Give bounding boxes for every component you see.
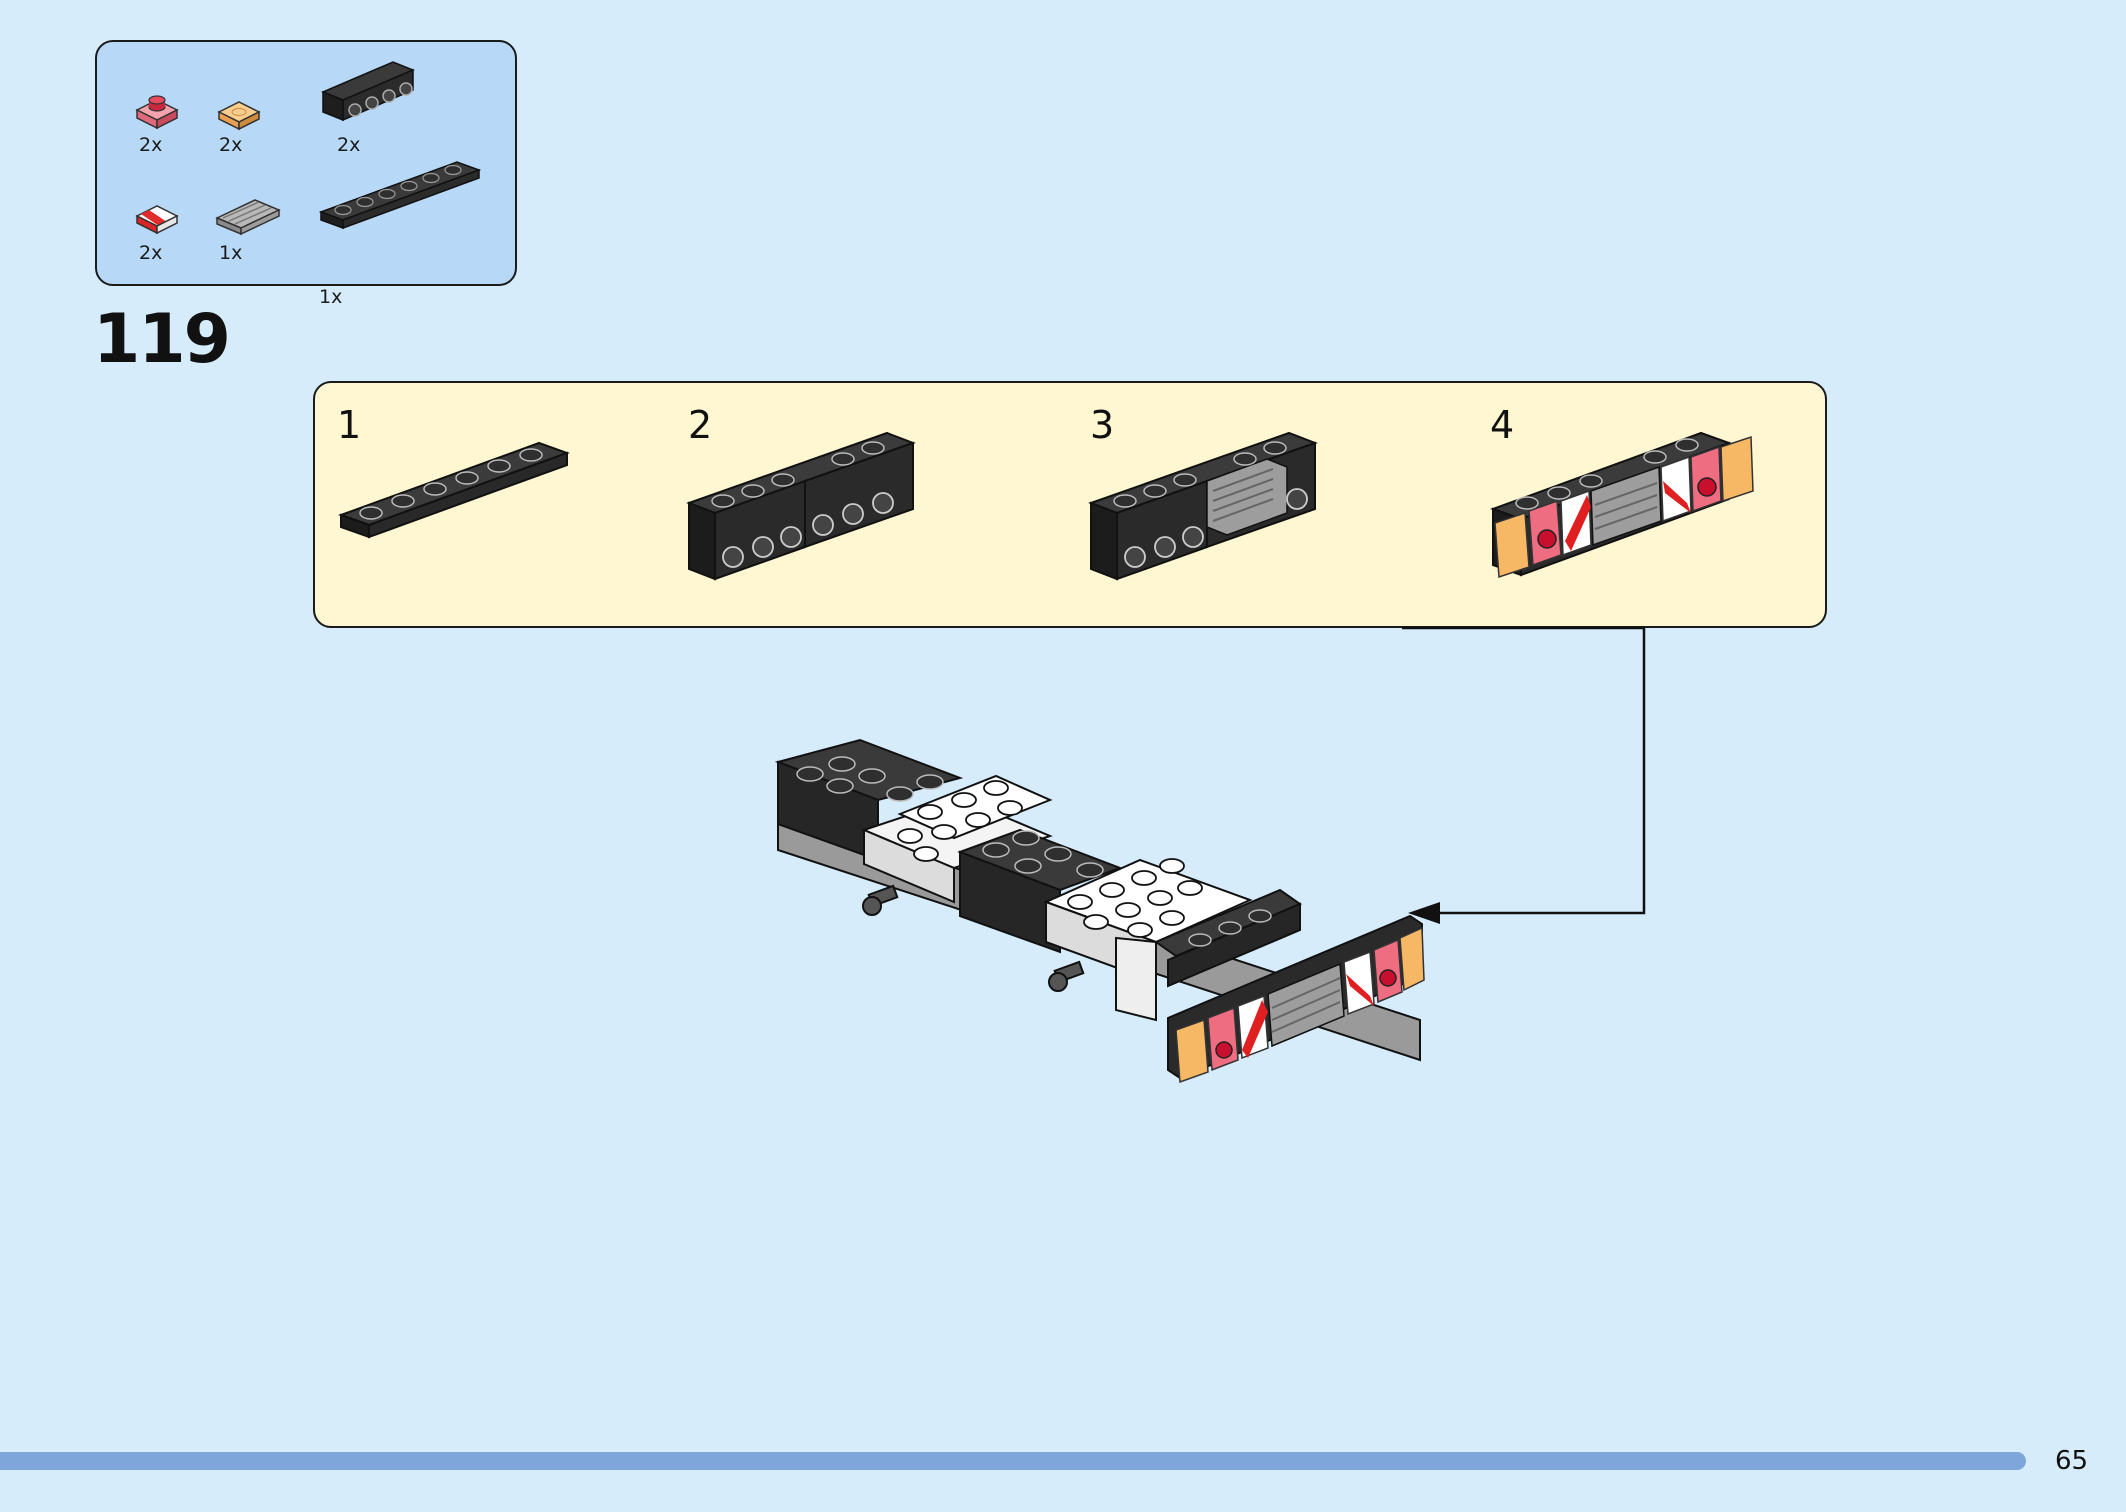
substep-3-grille-image bbox=[1088, 431, 1318, 581]
step-number: 119 bbox=[93, 300, 231, 379]
red-white-stripe-tile-icon bbox=[135, 205, 179, 235]
trans-red-round-plate-icon bbox=[135, 95, 179, 130]
parts-list-box: 2x 2x 2x 2x bbox=[95, 40, 517, 308]
part-qty: 1x bbox=[319, 286, 343, 308]
trans-orange-tile-icon bbox=[217, 101, 261, 131]
black-bracket-icon bbox=[321, 61, 415, 122]
page-number: 65 bbox=[2055, 1446, 2089, 1476]
part-qty: 2x bbox=[219, 134, 243, 156]
substep-4-lights-image bbox=[1490, 431, 1754, 579]
part-qty: 2x bbox=[139, 242, 163, 264]
part-qty: 2x bbox=[337, 134, 361, 156]
substep-number-4: 4 bbox=[1490, 403, 1515, 447]
part-qty: 1x bbox=[219, 242, 243, 264]
substep-number-3: 3 bbox=[1090, 403, 1115, 447]
part-qty: 2x bbox=[139, 134, 163, 156]
black-plate-1x6-icon bbox=[318, 161, 482, 230]
substep-2-brackets-image bbox=[686, 431, 916, 581]
substeps-box: 1 2 3 4 bbox=[313, 381, 1827, 628]
substep-1-plate-image bbox=[338, 441, 570, 539]
substep-number-2: 2 bbox=[688, 403, 713, 447]
footer-progress-bar bbox=[0, 1452, 2026, 1470]
main-model-image bbox=[774, 738, 1425, 1084]
grey-grille-tile-icon bbox=[215, 199, 281, 236]
substep-number-1: 1 bbox=[337, 403, 362, 447]
